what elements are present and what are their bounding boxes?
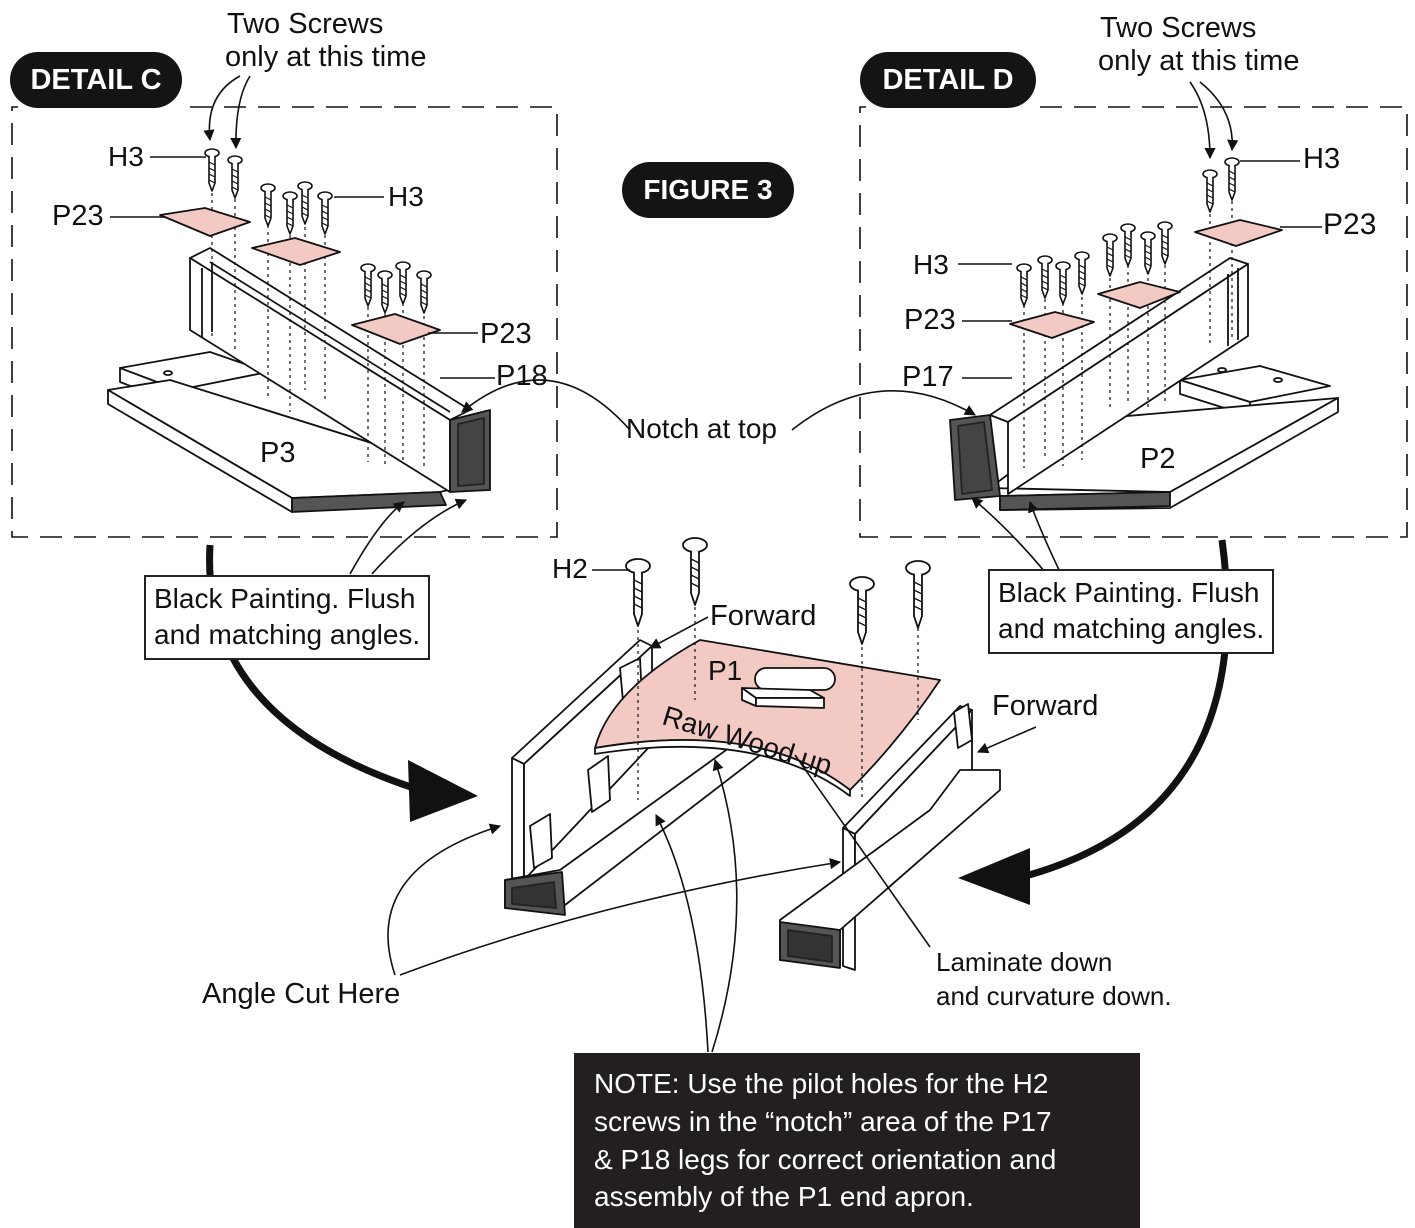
detail-c-label-p18: P18 xyxy=(496,360,548,392)
orientation-note: NOTE: Use the pilot holes for the H2 scr… xyxy=(574,1053,1140,1228)
detail-c-label-p23-b: P23 xyxy=(480,318,532,350)
detail-c-frame xyxy=(11,106,558,538)
assembly-label-p1: P1 xyxy=(708,655,743,686)
detail-d-drawing xyxy=(949,157,1339,511)
figure-title: FIGURE 3 xyxy=(622,162,794,218)
detail-c-drawing xyxy=(107,148,491,513)
assembly-label-forward-right: Forward xyxy=(992,690,1099,722)
detail-c-paint-note: Black Painting. Flush and matching angle… xyxy=(144,575,431,660)
assembly-label-h2: H2 xyxy=(552,553,588,584)
detail-d-paint-note: Black Painting. Flush and matching angle… xyxy=(988,569,1275,654)
detail-d-label-p2: P2 xyxy=(1140,443,1176,475)
detail-c-screws-note: Two Screws only at this time xyxy=(225,8,427,74)
detail-d-label-h3-b: H3 xyxy=(913,249,949,280)
detail-c-label-p3: P3 xyxy=(260,437,296,469)
center-assembly-drawing xyxy=(504,537,1001,971)
detail-c-label-h3-a: H3 xyxy=(108,141,144,172)
detail-d-label-p17: P17 xyxy=(902,361,954,393)
notch-label: Notch at top xyxy=(626,413,777,444)
detail-d-title: DETAIL D xyxy=(860,52,1036,108)
detail-c-label-p23-a: P23 xyxy=(52,200,104,232)
assembly-label-angle-cut: Angle Cut Here xyxy=(202,978,401,1010)
assembly-laminate-note: Laminate down and curvature down. xyxy=(936,947,1172,1011)
detail-d-label-h3-a: H3 xyxy=(1303,143,1341,175)
detail-d-label-p23-a: P23 xyxy=(1323,208,1377,241)
assembly-label-forward-left: Forward xyxy=(710,600,817,632)
detail-c-title: DETAIL C xyxy=(10,52,182,108)
detail-c-label-h3-b: H3 xyxy=(388,181,424,212)
detail-d-label-p23-b: P23 xyxy=(904,304,956,336)
detail-d-frame xyxy=(859,106,1408,538)
detail-d-screws-note: Two Screws only at this time xyxy=(1098,12,1300,78)
leader-lines xyxy=(110,75,1322,1053)
